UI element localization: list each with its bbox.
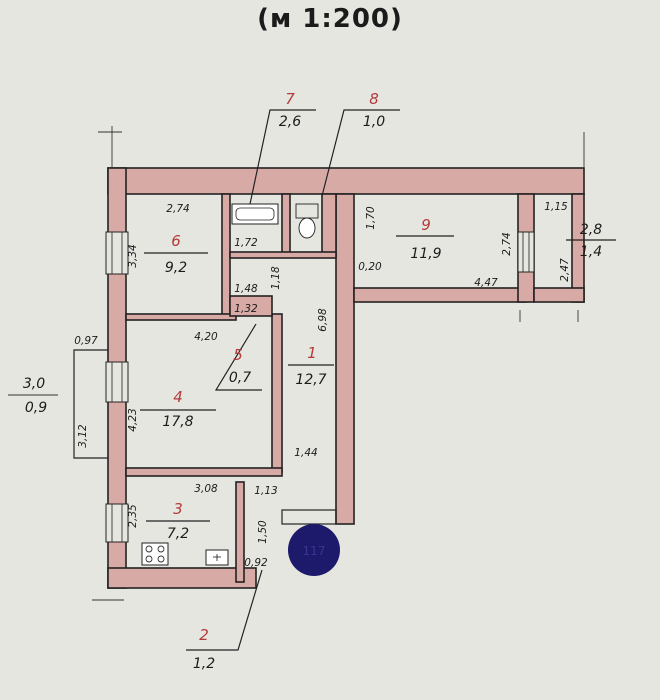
wall-room4-bottom	[125, 467, 283, 477]
leader-room8	[321, 109, 400, 197]
dimension-label: 4,20	[194, 331, 218, 343]
room-area-7: 2,6	[279, 114, 301, 130]
bathtub-icon	[231, 203, 279, 225]
wall-corridor-top	[229, 251, 337, 259]
wall-room6-right	[221, 193, 231, 317]
wall-top	[107, 167, 585, 195]
sink-icon	[205, 549, 229, 566]
dimension-label: 1,32	[234, 303, 258, 315]
room-number-7: 7	[285, 90, 295, 108]
dimension-label: 0,92	[244, 557, 268, 569]
scale-label: (м 1:200)	[257, 4, 403, 34]
room-area-5: 0,7	[229, 370, 251, 386]
room-area-2: 1,2	[193, 656, 215, 672]
wall-room6-bottom	[125, 313, 237, 321]
entrance-door	[281, 509, 337, 525]
stamp-text: 117	[303, 544, 326, 558]
dimension-label: 3,34	[127, 244, 139, 267]
room-area-8: 1,0	[363, 114, 385, 130]
room-number-3: 3	[173, 500, 183, 518]
balcony-area-2-bottom: 0,9	[25, 400, 47, 416]
balcony-area-2-top: 3,0	[23, 376, 45, 392]
room-number-9: 9	[421, 216, 431, 234]
dimension-label: 0,97	[74, 335, 98, 347]
room-number-5: 5	[233, 346, 243, 364]
room-number-8: 8	[369, 90, 379, 108]
room-number-6: 6	[171, 232, 181, 250]
wall-closet	[229, 295, 273, 317]
room-number-2: 2	[199, 626, 209, 644]
dimension-label: 1,44	[294, 447, 317, 459]
dimension-label: 3,08	[194, 483, 218, 495]
window-left-low	[105, 503, 129, 543]
dimension-label: 1,50	[257, 520, 269, 544]
dimension-label: 3,12	[77, 424, 89, 448]
dimension-label: 1,70	[365, 206, 377, 230]
stamp-circle	[288, 524, 340, 576]
room-area-1: 12,7	[295, 372, 326, 388]
dimension-label: 4,23	[127, 408, 139, 431]
dimension-label: 1,15	[544, 201, 568, 213]
dimension-label: 1,18	[270, 266, 282, 290]
balcony-area-1-top: 2,8	[580, 222, 602, 238]
dimension-label: 4,47	[474, 277, 498, 289]
dimension-label: 1,13	[254, 485, 277, 497]
window-left-top	[105, 231, 129, 275]
wall-bathroom	[281, 193, 291, 257]
leader-room7	[249, 109, 316, 205]
room-labels: 1 12,7 2 1,2 3 7,2 4 17,8 5 0,7 6 9,2 7 2,6 8 1,0 9 11,9 2…	[23, 90, 602, 672]
leader-room2	[186, 569, 263, 651]
stove-icon	[141, 542, 169, 566]
wall-corridor-right	[335, 193, 355, 525]
room-area-3: 7,2	[167, 526, 189, 542]
window-left-mid	[105, 361, 129, 403]
balcony-area-1-bottom: 1,4	[580, 244, 602, 260]
wall-wc-right	[321, 193, 337, 257]
room-area-9: 11,9	[410, 246, 441, 262]
dimension-label: 2,74	[501, 232, 513, 255]
wall-room4-right	[271, 313, 283, 473]
wall-balcony-bottom	[533, 287, 585, 303]
dimension-label: 6,98	[317, 308, 329, 332]
dimension-label: 1,48	[234, 283, 258, 295]
wall-room9-bottom	[353, 287, 527, 303]
dimension-label: 2,35	[127, 504, 139, 528]
toilet-icon	[295, 203, 319, 239]
room-number-4: 4	[173, 388, 183, 406]
leader-room5	[214, 323, 262, 391]
dimension-label: 1,72	[234, 237, 258, 249]
balcony-left	[73, 349, 108, 459]
wall-room3-right	[235, 481, 245, 583]
dimension-label: 2,47	[559, 258, 571, 282]
dimension-label: 2,74	[166, 203, 189, 215]
room-area-6: 9,2	[165, 260, 187, 276]
dimension-label: 0,20	[358, 261, 382, 273]
window-room9	[517, 231, 535, 273]
wall-bottom	[107, 567, 257, 589]
room-number-1: 1	[307, 344, 317, 362]
room-area-4: 17,8	[162, 414, 193, 430]
